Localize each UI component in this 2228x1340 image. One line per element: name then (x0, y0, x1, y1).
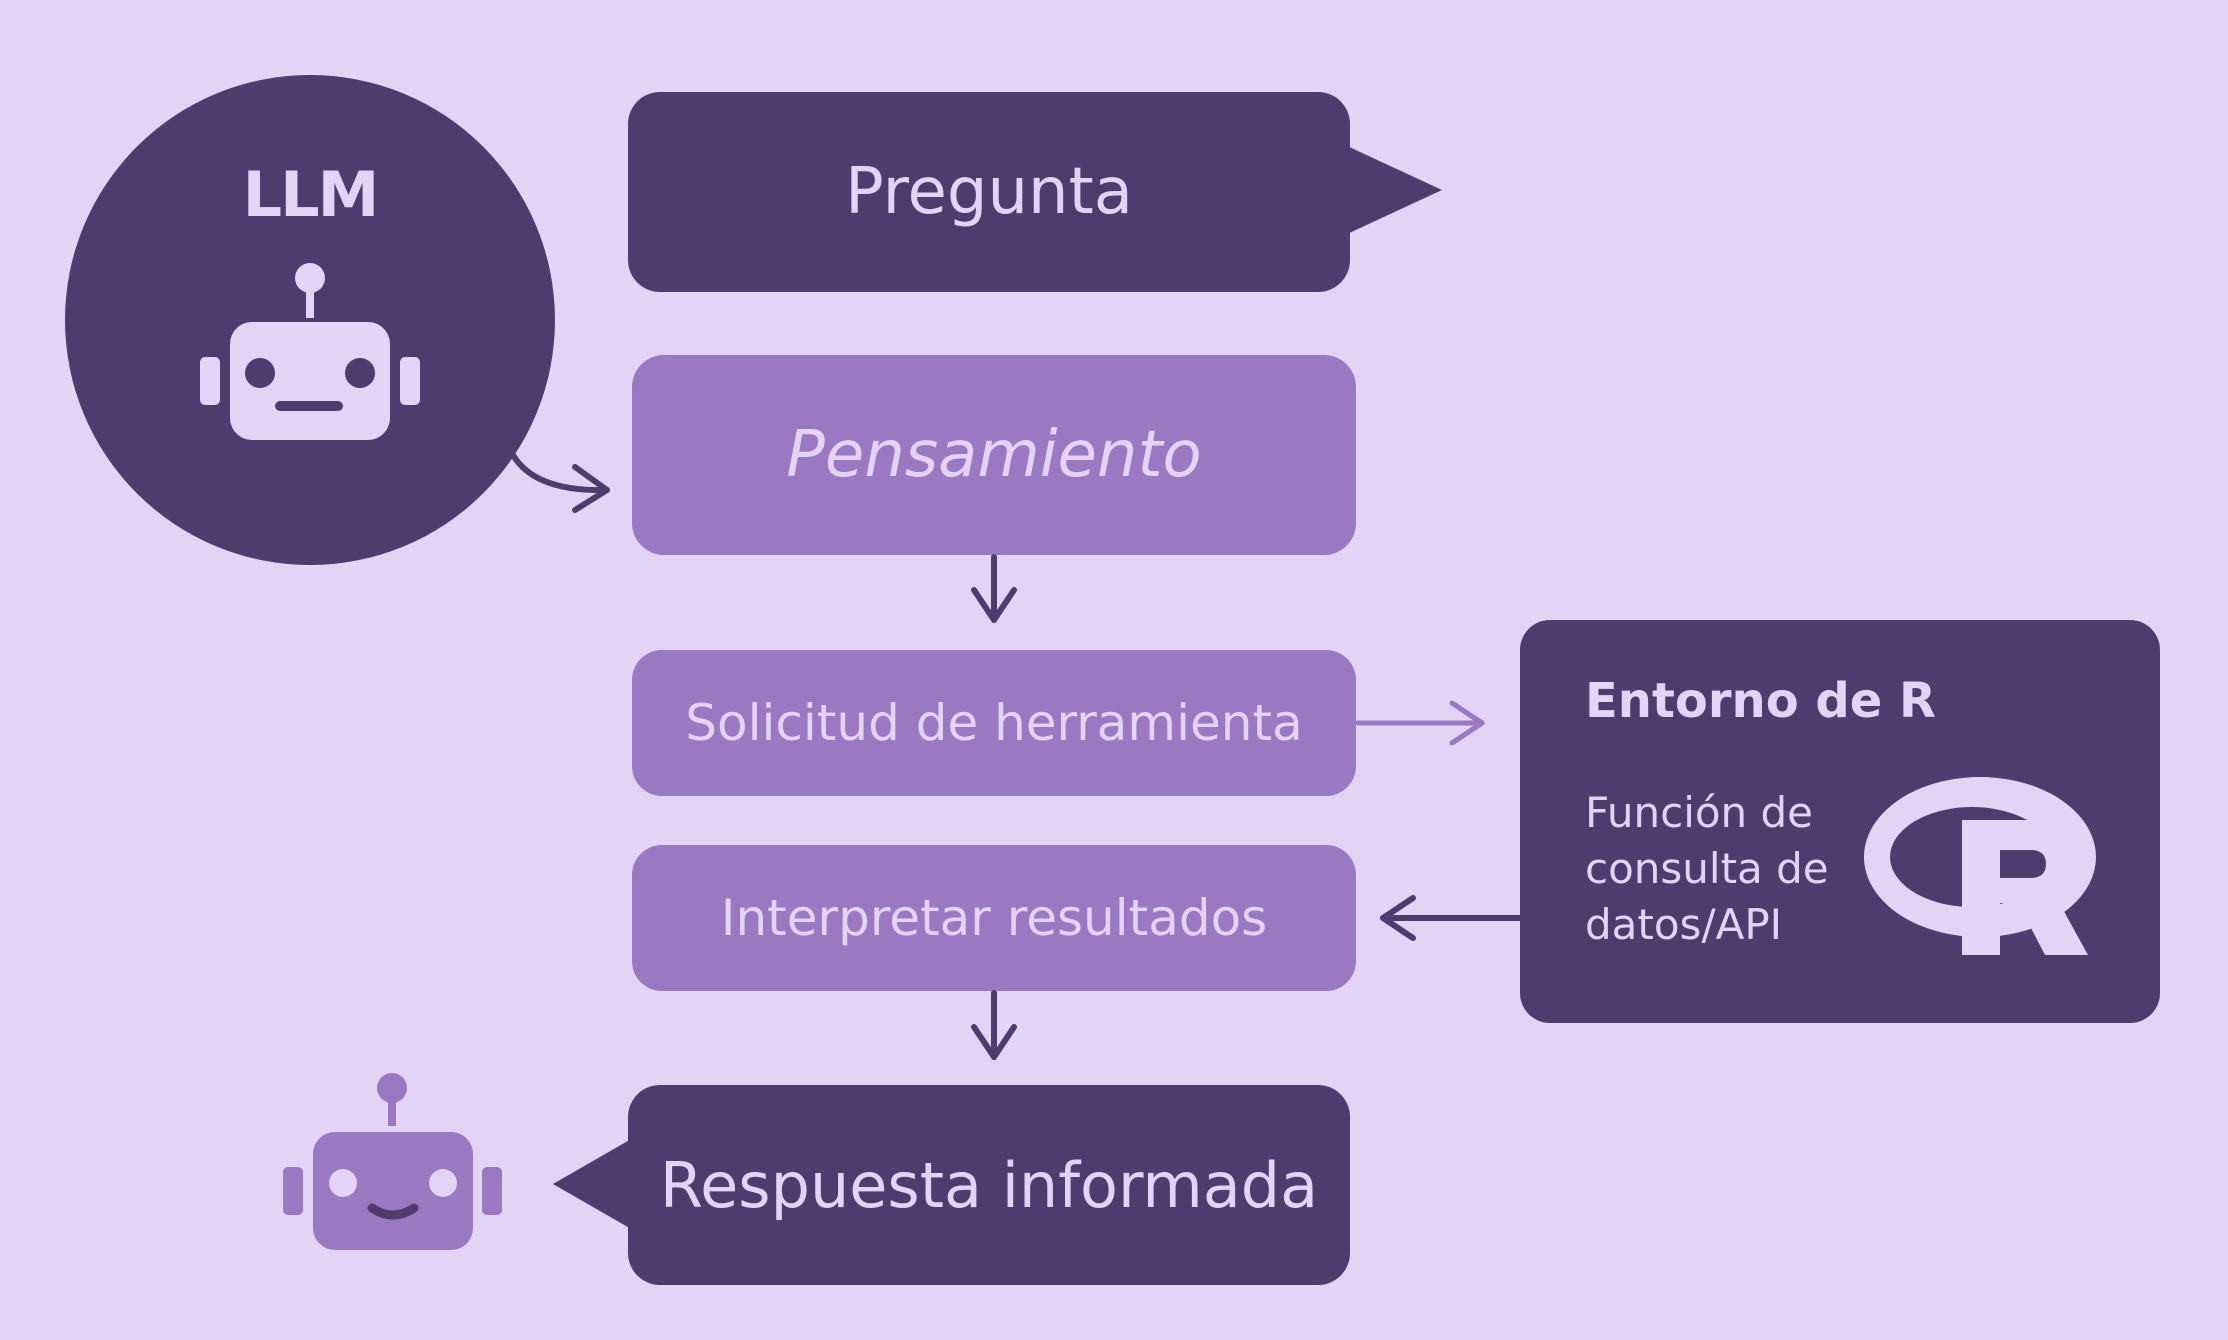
question-bubble-tail (1345, 145, 1442, 235)
r-logo-icon (1863, 777, 2096, 955)
arrow-interpret-to-answer (971, 990, 1017, 1060)
answer-bubble: Respuesta informada (628, 1085, 1350, 1285)
r-environment-desc-line: consulta de (1585, 844, 1829, 893)
question-bubble: Pregunta (628, 92, 1350, 292)
arrow-r-env-to-interpret (1380, 895, 1523, 941)
interpret-box: Interpretar resultados (632, 845, 1356, 991)
r-environment-desc-line: datos/API (1585, 900, 1783, 949)
thinking-box: Pensamiento (632, 355, 1356, 555)
llm-circle (65, 75, 555, 565)
answer-bubble-tail (553, 1138, 633, 1230)
r-environment-desc-line: Función de (1585, 788, 1814, 837)
arrow-tool-to-r-env (1355, 700, 1485, 746)
tool-request-box: Solicitud de herramienta (632, 650, 1356, 796)
arrow-thinking-to-tool (971, 554, 1017, 623)
question-label: Pregunta (845, 155, 1133, 229)
arrow-llm-to-thinking (510, 452, 610, 513)
r-environment-description: Función de consulta de datos/API (1585, 785, 1829, 953)
thinking-label: Pensamiento (786, 418, 1202, 492)
tool-request-label: Solicitud de herramienta (685, 694, 1303, 752)
robot-neutral-icon (200, 263, 420, 440)
interpret-label: Interpretar resultados (720, 889, 1268, 947)
robot-happy-icon (283, 1073, 502, 1250)
llm-label: LLM (242, 158, 380, 231)
r-environment-title: Entorno de R (1585, 673, 1936, 729)
answer-label: Respuesta informada (659, 1148, 1319, 1222)
